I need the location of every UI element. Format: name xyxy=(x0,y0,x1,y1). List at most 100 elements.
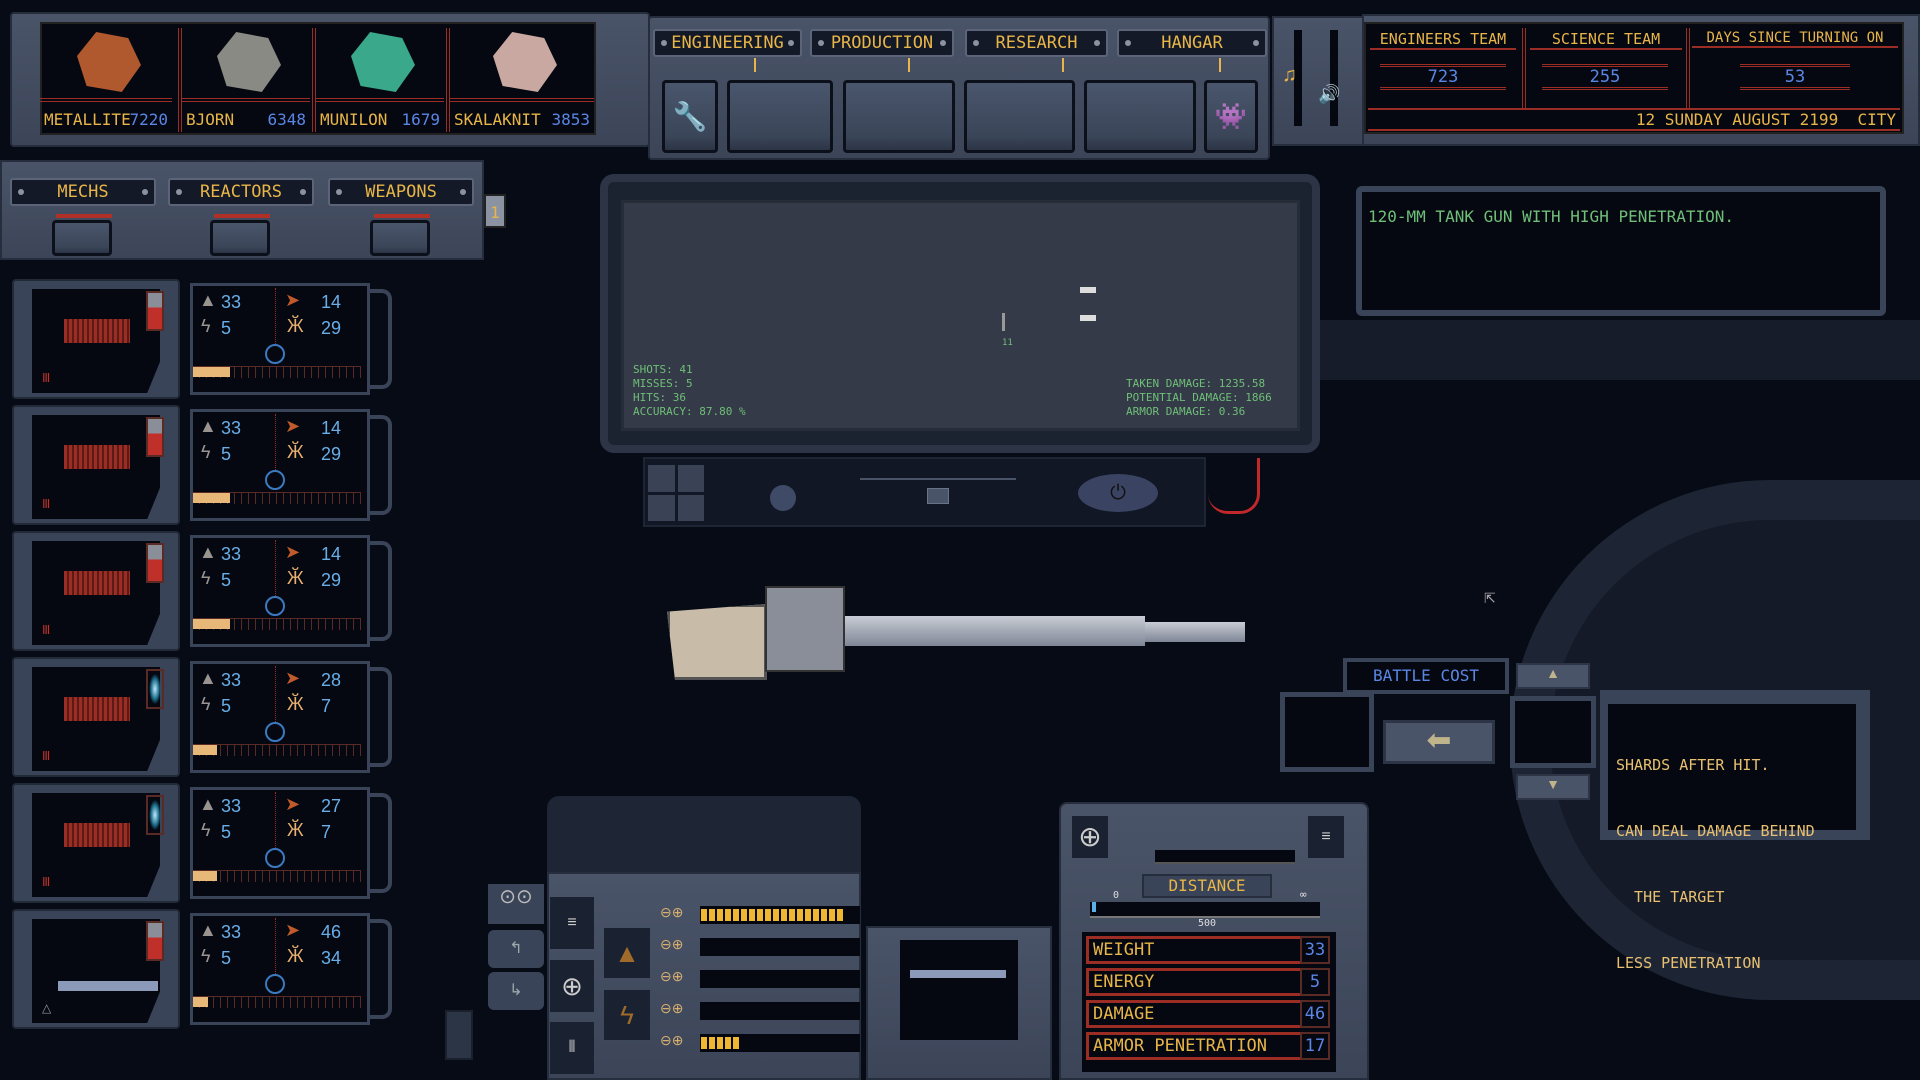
camera-up-button[interactable] xyxy=(648,465,675,492)
energy-icon: ϟ xyxy=(201,316,211,336)
redo-icon: ↳ xyxy=(509,982,523,999)
ammo-segment xyxy=(725,1037,731,1049)
mech-class-icon: △ xyxy=(42,1001,52,1015)
tab-research[interactable]: RESEARCH xyxy=(965,29,1108,57)
sound-toggle[interactable]: 🔊 xyxy=(1318,84,1340,105)
target-marker xyxy=(1002,313,1005,331)
ammo-adjust-buttons[interactable]: ⊖⊕ xyxy=(660,1000,684,1016)
divider xyxy=(275,792,276,848)
music-slider[interactable] xyxy=(1294,30,1302,126)
power-cable xyxy=(1208,458,1260,514)
ammo-down-button[interactable]: ▼ xyxy=(1516,774,1590,800)
timeline-slider-handle[interactable] xyxy=(927,488,949,504)
category-indicator xyxy=(374,214,430,218)
misses-stat: MISSES: 5 xyxy=(633,377,693,390)
move-down-button[interactable] xyxy=(677,494,704,521)
distance-value: 500 xyxy=(1198,918,1217,929)
weapon-range-bar xyxy=(193,492,361,504)
tab-hangar[interactable]: HANGAR xyxy=(1117,29,1267,57)
ammo-adjust-buttons[interactable]: ⊖⊕ xyxy=(660,1032,684,1048)
munilon-label: MUNILON xyxy=(320,110,388,129)
ammo-adjust-buttons[interactable]: ⊖⊕ xyxy=(660,904,684,920)
page-indicator[interactable]: 1 xyxy=(484,194,506,228)
distance-min: 0 xyxy=(1113,890,1120,901)
weapon-list-scrollbar[interactable] xyxy=(445,1010,473,1060)
shock-ammo-icon xyxy=(146,669,164,709)
ammo-level-bar xyxy=(700,1002,860,1020)
damage-value: 27 xyxy=(321,796,342,816)
weapon-range-bar xyxy=(193,744,361,756)
penetration-icon: Ӂ xyxy=(287,442,304,462)
weapon-range-bar xyxy=(193,366,361,378)
category-button-weapons[interactable] xyxy=(370,220,430,256)
power-icon: ⏻ xyxy=(1110,482,1126,504)
tooltip-line: THE TARGET xyxy=(1616,888,1725,906)
taken-damage-stat: TAKEN DAMAGE: 1235.58 xyxy=(1126,377,1266,390)
power-button[interactable]: ⏻ xyxy=(1078,474,1158,512)
category-button-mechs[interactable] xyxy=(52,220,112,256)
category-tab-mechs[interactable]: MECHS xyxy=(10,178,156,206)
bug-button[interactable]: 👾 xyxy=(1204,80,1258,153)
weight-value: 33 xyxy=(221,922,242,942)
ammo-segment xyxy=(789,909,795,921)
music-toggle[interactable]: ♫ xyxy=(1282,64,1297,87)
accuracy-icon xyxy=(265,470,285,490)
nav-button-production[interactable] xyxy=(843,80,955,153)
ammo-up-button[interactable]: ▲ xyxy=(1516,663,1590,689)
speed-knob[interactable] xyxy=(770,485,796,511)
move-up-button[interactable] xyxy=(677,465,704,492)
camera-buttons[interactable] xyxy=(648,465,704,521)
nav-button-engineering[interactable] xyxy=(727,80,833,153)
ammo-segment xyxy=(829,909,835,921)
distance-slider-handle[interactable] xyxy=(1092,902,1096,912)
timeline-slider-track[interactable] xyxy=(860,478,1016,480)
wrench-button[interactable]: 🔧 xyxy=(662,80,718,153)
energy-value: 5 xyxy=(221,822,232,842)
damage-value: 14 xyxy=(321,418,342,438)
ammo-segment xyxy=(749,909,755,921)
damage-icon: ➤ xyxy=(285,668,301,688)
tab-engineering[interactable]: ENGINEERING xyxy=(653,29,802,57)
nav-button-hangar[interactable] xyxy=(1084,80,1196,153)
stat-label-armor-penetration: ARMOR PENETRATION xyxy=(1086,1032,1326,1060)
camera-reset-button[interactable] xyxy=(648,494,675,521)
undo-button[interactable]: ↰ xyxy=(488,930,544,968)
energy-icon: ϟ xyxy=(201,694,211,714)
armor-damage-stat: ARMOR DAMAGE: 0.36 xyxy=(1126,405,1246,418)
ammo-adjust-buttons[interactable]: ⊖⊕ xyxy=(660,968,684,984)
tab-production[interactable]: PRODUCTION xyxy=(810,29,954,57)
ammo-adjust-buttons[interactable]: ⊖⊕ xyxy=(660,936,684,952)
category-button-reactors[interactable] xyxy=(210,220,270,256)
cursor-icon: ⇱ xyxy=(1484,590,1496,606)
weapon-range-bar xyxy=(193,618,361,630)
science-team-value: 255 xyxy=(1542,64,1668,90)
category-tab-weapons[interactable]: WEAPONS xyxy=(328,178,474,206)
energy-value: 5 xyxy=(221,318,232,338)
category-tab-reactors[interactable]: REACTORS xyxy=(168,178,314,206)
divider xyxy=(275,666,276,722)
distance-slider[interactable] xyxy=(1090,902,1320,918)
shock-ammo-icon xyxy=(146,795,164,835)
nav-button-research[interactable] xyxy=(964,80,1075,153)
ammo-type-icon: ≡ xyxy=(550,897,594,949)
damage-value: 14 xyxy=(321,292,342,312)
card-handle xyxy=(370,289,392,389)
weight-icon: ▲ xyxy=(199,290,217,310)
slot-type-icon: Ⅲ xyxy=(42,875,51,889)
sound-slider[interactable] xyxy=(1330,30,1338,126)
ammo-switch-button[interactable]: ⬅ xyxy=(1383,720,1495,764)
ammo-segment xyxy=(797,909,803,921)
redo-button[interactable]: ↳ xyxy=(488,972,544,1010)
weapon-preview xyxy=(661,578,1247,698)
damage-icon: ➤ xyxy=(285,542,301,562)
energy-icon: ϟ xyxy=(201,568,211,588)
slot-type-icon: Ⅲ xyxy=(42,371,51,385)
